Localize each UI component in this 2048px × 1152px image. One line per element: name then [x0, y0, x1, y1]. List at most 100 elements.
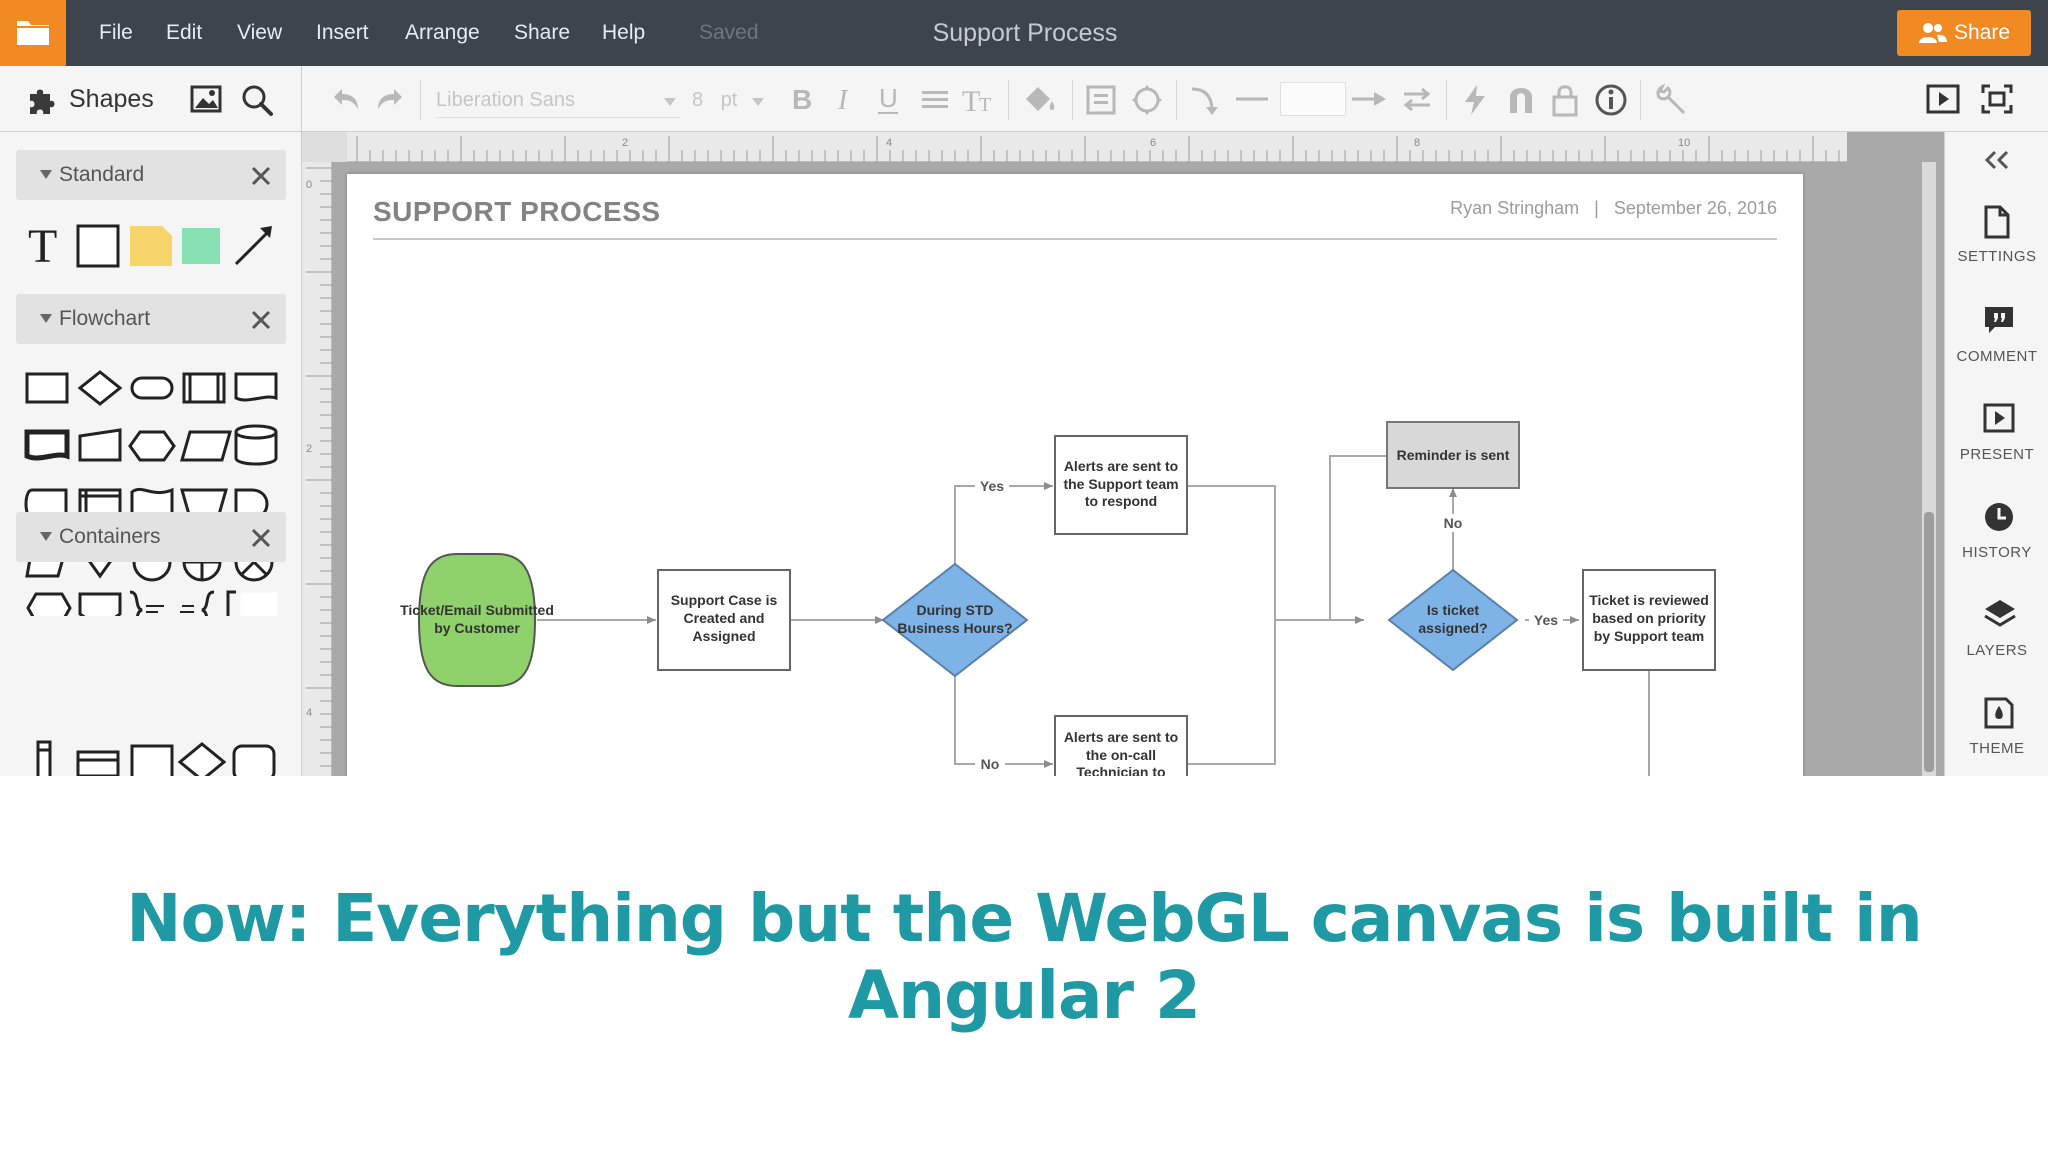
- play-icon: [1983, 403, 2015, 433]
- app-logo[interactable]: [0, 0, 66, 66]
- close-icon[interactable]: [250, 527, 272, 549]
- collapse-panel-icon[interactable]: [1983, 148, 2011, 172]
- present-icon[interactable]: [1926, 83, 1960, 115]
- ruler-label: 2: [622, 137, 628, 149]
- flowchart-diagram[interactable]: Yes No No Yes Ticket/Email Submitted by …: [347, 174, 1803, 776]
- reviewed-text-line: based on priority: [1592, 610, 1706, 626]
- lightning-icon[interactable]: [1460, 83, 1490, 117]
- case-text-line: Assigned: [692, 628, 755, 644]
- move-icon[interactable]: [1130, 83, 1164, 117]
- svg-text:B: B: [792, 84, 812, 115]
- process-box-reminder[interactable]: [1386, 421, 1520, 489]
- underline-icon[interactable]: U: [874, 83, 902, 117]
- comment-label: COMMENT: [1956, 348, 2038, 365]
- decision2-text-line: Is ticket: [1427, 602, 1479, 618]
- settings-button[interactable]: SETTINGS: [1945, 204, 2048, 300]
- menu-help[interactable]: Help: [602, 21, 646, 44]
- layers-icon: [1984, 600, 2016, 627]
- flowchart-shapes[interactable]: [24, 366, 284, 616]
- toolbar-separator: [1446, 80, 1447, 120]
- decision2-text-line: assigned?: [1418, 620, 1487, 636]
- decision-business-hours[interactable]: [881, 562, 1029, 678]
- line-width-field[interactable]: [1280, 82, 1346, 116]
- present-button[interactable]: PRESENT: [1945, 402, 2048, 498]
- redo-icon[interactable]: [374, 83, 406, 115]
- shape-options-icon[interactable]: [1084, 83, 1118, 117]
- shapes-label[interactable]: Shapes: [69, 85, 154, 113]
- menu-arrange[interactable]: Arrange: [405, 21, 480, 44]
- alerts-oncall-text-line: Alerts are sent to: [1064, 729, 1178, 745]
- fill-bucket-icon[interactable]: [1022, 83, 1060, 117]
- ruler-label: 0: [306, 179, 312, 191]
- scrollbar-thumb[interactable]: [1924, 512, 1934, 772]
- decision-ticket-assigned[interactable]: [1387, 568, 1519, 672]
- page-title[interactable]: SUPPORT PROCESS: [373, 196, 661, 227]
- ruler-corner: [302, 132, 347, 162]
- alerts-support-text-line: the Support team: [1063, 476, 1178, 492]
- menu-insert[interactable]: Insert: [316, 21, 369, 44]
- layers-button[interactable]: LAYERS: [1945, 598, 2048, 694]
- magnet-icon[interactable]: [1506, 83, 1536, 117]
- start-terminator[interactable]: [417, 553, 537, 687]
- search-icon[interactable]: [240, 83, 274, 117]
- label-no: No: [1444, 515, 1463, 531]
- bold-icon[interactable]: B: [786, 83, 816, 115]
- document-title[interactable]: Support Process: [932, 19, 1118, 47]
- reviewed-text-line: Ticket is reviewed: [1589, 592, 1709, 608]
- menu-share[interactable]: Share: [514, 21, 571, 44]
- start-text-line: by Customer: [434, 620, 520, 636]
- present-label: PRESENT: [1959, 446, 2035, 463]
- close-icon[interactable]: [250, 165, 272, 187]
- line-style-icon[interactable]: [1188, 83, 1220, 117]
- history-button[interactable]: HISTORY: [1945, 500, 2048, 596]
- menu-edit[interactable]: Edit: [166, 21, 203, 44]
- ruler-label: 8: [1414, 137, 1420, 149]
- section-containers-header[interactable]: Containers: [16, 512, 286, 562]
- layers-label: LAYERS: [1966, 642, 2028, 659]
- page-date: September 26, 2016: [1613, 198, 1777, 218]
- close-icon[interactable]: [250, 309, 272, 331]
- page-meta[interactable]: Ryan Stringham | September 26, 2016: [1450, 198, 1777, 219]
- container-shapes[interactable]: [24, 738, 284, 776]
- diagram-page[interactable]: SUPPORT PROCESS Ryan Stringham | Septemb…: [347, 174, 1803, 776]
- toolbar-separator: [1008, 80, 1009, 120]
- lock-icon[interactable]: [1550, 83, 1580, 117]
- menu-view[interactable]: View: [237, 21, 283, 44]
- section-flowchart-header[interactable]: Flowchart: [16, 294, 286, 344]
- chevron-down-icon: [752, 98, 764, 106]
- standard-shapes[interactable]: T: [26, 220, 276, 270]
- align-center-icon[interactable]: [920, 83, 950, 115]
- process-box-reviewed[interactable]: [1582, 569, 1716, 671]
- share-button[interactable]: Share: [1897, 10, 2031, 56]
- info-icon[interactable]: [1594, 83, 1628, 117]
- svg-text:T: T: [979, 94, 991, 116]
- italic-icon[interactable]: I: [832, 83, 856, 115]
- case-text-line: Support Case is: [671, 592, 778, 608]
- process-box-alerts-oncall[interactable]: [1054, 715, 1188, 776]
- undo-icon[interactable]: [330, 83, 362, 115]
- text-size-icon[interactable]: T T: [962, 83, 996, 117]
- reviewed-text-line: by Support team: [1594, 628, 1704, 644]
- start-text-line: Ticket/Email Submitted: [400, 602, 554, 618]
- alerts-support-text-line: to respond: [1085, 493, 1157, 509]
- image-icon[interactable]: [190, 85, 222, 113]
- menu-file[interactable]: File: [99, 21, 133, 44]
- arrow-end-icon[interactable]: [1350, 83, 1388, 115]
- swap-arrows-icon[interactable]: [1400, 83, 1434, 115]
- comment-button[interactable]: COMMENT: [1945, 304, 2048, 400]
- section-standard-header[interactable]: Standard: [16, 150, 286, 200]
- process-box-case[interactable]: [657, 569, 791, 671]
- connector-reminder-back: [1329, 455, 1387, 620]
- font-size-select[interactable]: 8 pt: [692, 82, 764, 118]
- fullscreen-icon[interactable]: [1980, 83, 2014, 115]
- toolbar: Shapes Liberation Sans 8 pt B: [0, 66, 2048, 132]
- wrench-icon[interactable]: [1654, 83, 1688, 117]
- process-box-alerts-support[interactable]: [1054, 435, 1188, 535]
- line-start-icon[interactable]: [1232, 83, 1272, 115]
- font-family-select[interactable]: Liberation Sans: [436, 82, 680, 118]
- theme-button[interactable]: THEME: [1945, 696, 2048, 776]
- vertical-scrollbar[interactable]: [1922, 162, 1936, 776]
